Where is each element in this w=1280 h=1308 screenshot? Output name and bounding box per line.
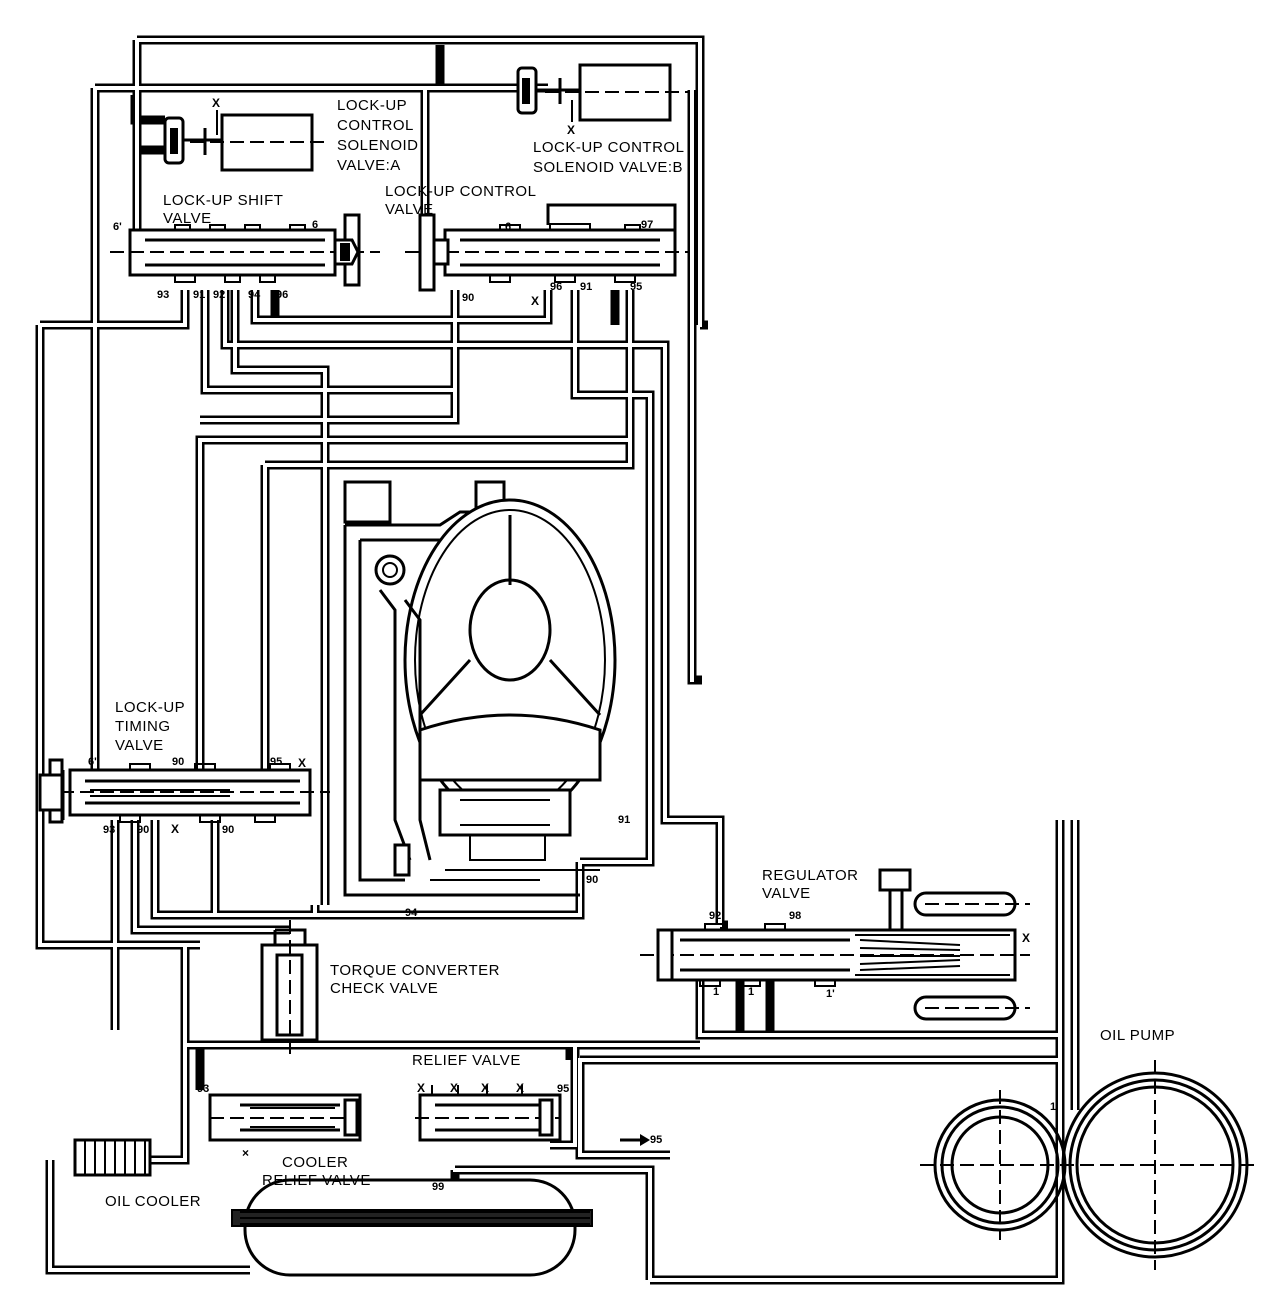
exhaust-mark-timing-bottom: X: [171, 822, 179, 836]
label-regulator-line2: VALVE: [762, 885, 811, 902]
label-control-valve-line1: LOCK-UP CONTROL: [385, 183, 536, 200]
label-timing-valve-line2: TIMING: [115, 718, 171, 735]
label-check-valve-line1: TORQUE CONVERTER: [330, 962, 500, 979]
lockup-shift-valve: [110, 213, 380, 287]
port-cooler-93: 93: [197, 1083, 209, 1095]
port-shift-92: 92: [213, 289, 225, 301]
port-timing-93: 93: [103, 824, 115, 836]
label-solenoid-a-line3: SOLENOID: [337, 137, 419, 154]
port-shift-91: 91: [193, 289, 205, 301]
port-shift-6prime: 6': [113, 221, 122, 233]
port-control-97: 97: [641, 219, 653, 231]
port-control-90: 90: [462, 292, 474, 304]
label-oil-cooler: OIL COOLER: [105, 1193, 201, 1210]
exhaust-marks: X X X X X X × X X X X: [171, 96, 1030, 1160]
label-timing-valve-line3: VALVE: [115, 737, 164, 754]
flow-arrow-95: [620, 1134, 650, 1146]
exhaust-mark-solenoid-b: X: [567, 123, 575, 137]
port-relief-95-arrow: 95: [650, 1134, 662, 1146]
port-control-96: 96: [550, 281, 562, 293]
solenoid-valve-a: [163, 110, 330, 172]
port-timing-90-left: 90: [137, 824, 149, 836]
exhaust-mark-relief-3: X: [481, 1081, 489, 1095]
port-regulator-98: 98: [789, 910, 801, 922]
label-oil-pump: OIL PUMP: [1100, 1027, 1175, 1044]
label-cooler-relief-line1: COOLER: [282, 1154, 348, 1171]
oil-pump: [920, 1060, 1255, 1270]
port-shift-93: 93: [157, 289, 169, 301]
oil-passages-inner: [38, 38, 1077, 1282]
label-solenoid-b-line2: SOLENOID VALVE:B: [533, 159, 683, 176]
label-shift-valve-line1: LOCK-UP SHIFT: [163, 192, 283, 209]
port-control-91: 91: [580, 281, 592, 293]
exhaust-mark-timing-top: X: [298, 756, 306, 770]
port-shift-6: 6: [312, 219, 318, 231]
label-control-valve-line2: VALVE: [385, 201, 434, 218]
port-regulator-1a: 1: [713, 986, 719, 998]
torque-converter: [343, 480, 617, 897]
torque-converter-check-valve: [260, 920, 319, 1055]
exhaust-mark-relief-1: X: [417, 1081, 425, 1095]
port-regulator-92: 92: [709, 910, 721, 922]
port-pump-1: 1: [1050, 1101, 1056, 1113]
port-numbers: 6' 6 93 91 92 94 96 6 97 90 96 91 95 6' …: [88, 219, 1056, 1193]
port-timing-90-right: 90: [222, 824, 234, 836]
regulator-valve: [640, 868, 1030, 1021]
label-timing-valve-line1: LOCK-UP: [115, 699, 185, 716]
port-converter-94: 94: [405, 907, 418, 919]
exhaust-mark-relief-2: X: [450, 1081, 458, 1095]
label-solenoid-a-line4: VALVE:A: [337, 157, 401, 174]
label-regulator-line1: REGULATOR: [762, 867, 858, 884]
label-cooler-relief-line2: RELIEF VALVE: [262, 1172, 371, 1189]
label-check-valve-line2: CHECK VALVE: [330, 980, 438, 997]
relief-valve: [415, 1085, 562, 1142]
label-solenoid-b-line1: LOCK-UP CONTROL: [533, 139, 684, 156]
solenoid-valve-b: [516, 63, 690, 122]
port-control-95: 95: [630, 281, 642, 293]
exhaust-mark-solenoid-a: X: [212, 96, 220, 110]
port-converter-91: 91: [618, 814, 630, 826]
port-shift-94: 94: [248, 289, 261, 301]
port-regulator-1prime: 1': [826, 988, 835, 1000]
port-timing-90-top: 90: [172, 756, 184, 768]
exhaust-mark-regulator: X: [1022, 931, 1030, 945]
port-control-6: 6: [505, 221, 511, 233]
port-relief-99: 99: [432, 1181, 444, 1193]
label-relief-valve: RELIEF VALVE: [412, 1052, 521, 1069]
port-regulator-1b: 1: [748, 986, 754, 998]
component-labels: LOCK-UP CONTROL SOLENOID VALVE:A LOCK-UP…: [105, 97, 1175, 1210]
port-relief-95: 95: [557, 1083, 569, 1095]
label-solenoid-a-line1: LOCK-UP: [337, 97, 407, 114]
exhaust-mark-cooler-relief: ×: [242, 1146, 249, 1160]
cooler-relief-valve: [208, 1093, 362, 1142]
exhaust-mark-relief-4: X: [516, 1081, 524, 1095]
port-timing-95: 95: [270, 756, 282, 768]
port-timing-6prime: 6': [88, 756, 97, 768]
exhaust-mark-control-valve: X: [531, 294, 539, 308]
lockup-control-valve: [405, 203, 690, 292]
port-shift-96: 96: [276, 289, 288, 301]
oil-cooler: [73, 1138, 593, 1277]
port-converter-90: 90: [586, 874, 598, 886]
label-solenoid-a-line2: CONTROL: [337, 117, 414, 134]
label-shift-valve-line2: VALVE: [163, 210, 212, 227]
lockup-timing-valve: [38, 758, 330, 824]
